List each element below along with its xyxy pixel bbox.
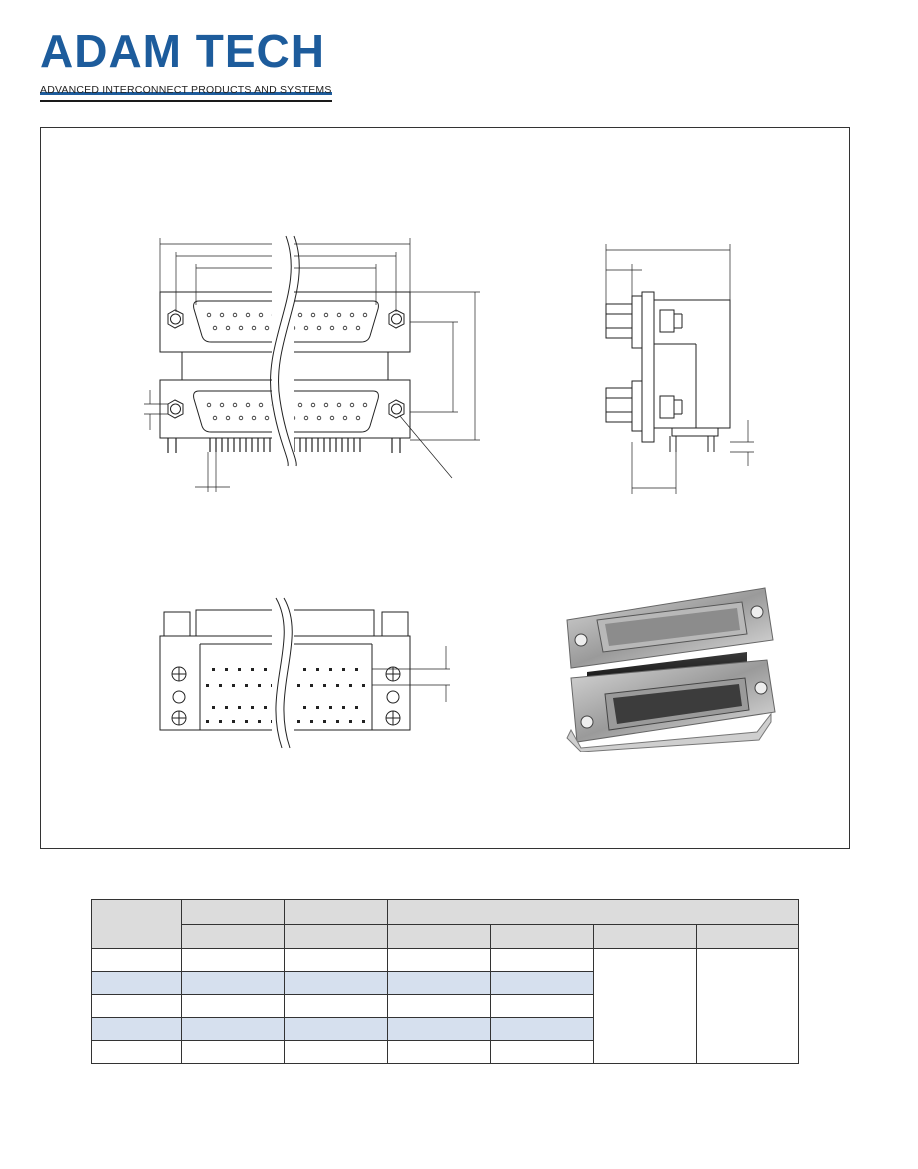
table-header-cell bbox=[91, 899, 182, 949]
table-cell bbox=[387, 948, 491, 972]
table-header-cell bbox=[490, 923, 594, 949]
table-cell bbox=[91, 994, 182, 1018]
table-cell bbox=[696, 948, 799, 1064]
company-tagline: ADVANCED INTERCONNECT PRODUCTS AND SYSTE… bbox=[40, 84, 332, 96]
front-view-drawing bbox=[144, 235, 480, 492]
table-subheader-row bbox=[92, 923, 799, 949]
table-cell bbox=[387, 994, 491, 1018]
logo-underline-dark bbox=[40, 100, 332, 102]
table-cell bbox=[181, 1040, 285, 1064]
table-header-cell bbox=[284, 923, 388, 949]
table-header-cell bbox=[593, 923, 697, 949]
table-row bbox=[91, 971, 799, 995]
table-header-cell bbox=[387, 899, 799, 925]
logo-wordmark: ADAM TECH bbox=[40, 25, 325, 77]
table-cell bbox=[91, 1017, 182, 1041]
table-header-row bbox=[91, 899, 799, 949]
pcb-layout-drawing bbox=[159, 597, 450, 749]
table-cell bbox=[91, 1040, 182, 1064]
table-cell bbox=[490, 948, 594, 972]
table-cell bbox=[284, 1040, 388, 1064]
table-cell bbox=[490, 1017, 594, 1041]
table-header-cell bbox=[181, 923, 285, 949]
company-logo: ADAM TECH bbox=[40, 25, 336, 102]
side-view-drawing bbox=[605, 244, 754, 494]
table-cell bbox=[490, 994, 594, 1018]
table-cell bbox=[490, 971, 594, 995]
table-cell bbox=[284, 994, 388, 1018]
table-header-cell bbox=[284, 899, 388, 925]
table-cell bbox=[181, 948, 285, 972]
logo-underline bbox=[40, 92, 332, 95]
connector-photo-icon bbox=[566, 587, 776, 752]
table-header-cell bbox=[387, 923, 491, 949]
table-cell bbox=[387, 1040, 491, 1064]
table-header-cell bbox=[181, 899, 285, 925]
table-cell bbox=[284, 971, 388, 995]
table-cell bbox=[387, 1017, 491, 1041]
table-cell bbox=[181, 971, 285, 995]
table-cell bbox=[91, 971, 182, 995]
table-row bbox=[91, 994, 799, 1018]
drawing-frame bbox=[40, 127, 850, 849]
table-row bbox=[91, 1017, 799, 1041]
table-cell bbox=[490, 1040, 594, 1064]
table-row bbox=[91, 1040, 799, 1064]
table-header-cell bbox=[696, 923, 799, 949]
table-cell bbox=[91, 948, 182, 972]
table-cell bbox=[284, 1017, 388, 1041]
table-cell bbox=[284, 948, 388, 972]
table-cell bbox=[181, 994, 285, 1018]
table-cell bbox=[181, 1017, 285, 1041]
table-cell bbox=[387, 971, 491, 995]
spec-table bbox=[91, 899, 799, 1064]
table-row bbox=[91, 948, 799, 1064]
table-cell bbox=[593, 948, 697, 1064]
